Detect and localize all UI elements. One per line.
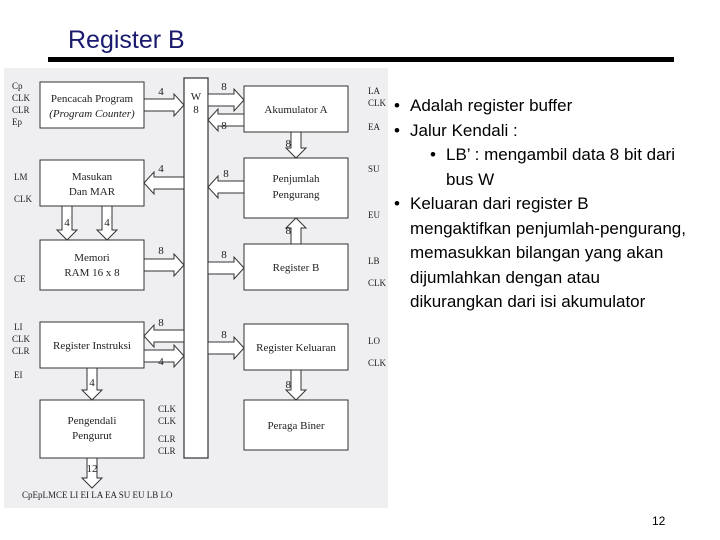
signal-ea: EA xyxy=(368,122,380,132)
title-underline xyxy=(48,57,674,62)
sub-bullet-item: LB’ : mengambil data 8 bit dari bus W xyxy=(394,143,694,192)
output-register-label: Register Keluaran xyxy=(256,342,336,354)
signal-ei: EI xyxy=(14,370,23,380)
adder-label-1: Penjumlah xyxy=(272,173,320,185)
sap1-block-diagram: W 8 Pencacah Program (Program Counter) M… xyxy=(4,68,388,508)
binary-display-label: Peraga Biner xyxy=(267,420,324,432)
arrow-mar-to-ram-right xyxy=(95,205,119,241)
signal-regb-clk: CLK xyxy=(368,278,387,288)
arrow-bus-to-mar xyxy=(143,170,185,196)
signal-lo: LO xyxy=(368,336,380,346)
mar-label-1: Masukan xyxy=(72,171,113,183)
width-ir-bus-top: 8 xyxy=(158,317,164,329)
signal-su: SU xyxy=(368,164,380,174)
width-out-display: 8 xyxy=(286,379,292,391)
signal-eu: EU xyxy=(368,210,380,220)
instruction-register-label: Register Instruksi xyxy=(53,340,131,352)
mar-label-2: Dan MAR xyxy=(69,186,116,198)
control-word-signals: CpEpLMCE LI EI LA EA SU EU LB LO xyxy=(22,490,173,500)
controller-label-2: Pengurut xyxy=(72,430,112,442)
controller-label-1: Pengendali xyxy=(68,415,117,427)
arrow-bus-to-regb xyxy=(207,255,245,281)
signal-acc-clk: CLK xyxy=(368,98,387,108)
output-register-block xyxy=(243,323,349,371)
program-counter-sublabel: (Program Counter) xyxy=(49,108,135,120)
program-counter-label: Pencacah Program xyxy=(51,93,134,105)
bus-w-label: W xyxy=(191,91,202,103)
arrow-regb-to-alu xyxy=(284,217,308,245)
signal-ir-clr: CLR xyxy=(12,346,30,356)
accumulator-block xyxy=(243,85,349,133)
page-number: 12 xyxy=(652,514,666,528)
ram-label-1: Memori xyxy=(74,252,109,264)
signal-pc-clr: CLR xyxy=(12,105,30,115)
slide-title: Register B xyxy=(68,26,185,54)
width-pc-bus: 4 xyxy=(158,86,164,98)
arrow-acc-to-bus xyxy=(207,107,245,133)
signal-mar-clk: CLK xyxy=(14,194,33,204)
pc-signals: Cp CLK CLR Ep xyxy=(12,81,31,127)
arrow-pc-to-bus xyxy=(143,92,185,118)
width-bus-regb: 8 xyxy=(221,249,227,261)
signal-lm: LM xyxy=(14,172,28,182)
signal-la: LA xyxy=(368,86,380,96)
signal-lb: LB xyxy=(368,256,380,266)
signal-li: LI xyxy=(14,322,23,332)
arrow-alu-to-bus xyxy=(207,174,245,200)
width-ctrl-out: 12 xyxy=(87,463,98,475)
signal-ctrl-clk-1: CLK xyxy=(158,404,177,414)
instruction-register-block xyxy=(39,321,145,369)
program-counter-block xyxy=(39,81,145,129)
width-regb-alu: 8 xyxy=(286,225,292,237)
bullet-list: Adalah register buffer Jalur Kendali : L… xyxy=(394,94,694,315)
arrow-mar-to-ram-left xyxy=(55,205,79,241)
signal-pc-clk: CLK xyxy=(12,93,31,103)
mar-block xyxy=(39,159,145,207)
signal-out-clk: CLK xyxy=(368,358,387,368)
signal-ctrl-clk-2: CLK xyxy=(158,416,177,426)
bus-w-width: 8 xyxy=(193,104,199,116)
accumulator-label: Akumulator A xyxy=(264,104,327,116)
arrow-acc-to-alu xyxy=(284,131,308,159)
adder-label-2: Pengurang xyxy=(272,189,320,201)
bullet-item: Jalur Kendali : xyxy=(394,119,694,144)
width-bus-alu: 8 xyxy=(223,168,229,180)
width-mar-ram-left: 4 xyxy=(64,217,70,229)
register-b-label: Register B xyxy=(273,262,320,274)
signal-ctrl-clr-2: CLR xyxy=(158,446,176,456)
adder-subtracter-block xyxy=(243,157,349,219)
signal-cp: Cp xyxy=(12,81,23,91)
bullet-item: Adalah register buffer xyxy=(394,94,694,119)
bus-w xyxy=(183,77,209,459)
signal-ir-clk: CLK xyxy=(12,334,31,344)
width-ram-bus: 8 xyxy=(158,245,164,257)
width-bus-acc-bottom: 8 xyxy=(221,120,227,132)
width-bus-acc-top: 8 xyxy=(221,81,227,93)
arrow-ir-to-ctrl xyxy=(80,367,104,401)
arrow-bus-to-out xyxy=(207,335,245,361)
binary-display-block xyxy=(243,399,349,451)
arrow-bus-to-acc xyxy=(207,87,245,113)
signal-ctrl-clr-1: CLR xyxy=(158,434,176,444)
controller-sequencer-block xyxy=(39,399,145,459)
arrow-ir-to-bus xyxy=(143,343,185,369)
arrow-bus-to-ir xyxy=(143,323,185,349)
width-ir-bus-bottom: 4 xyxy=(158,356,164,368)
width-mar-bus: 4 xyxy=(158,163,164,175)
arrow-out-to-display xyxy=(284,369,308,401)
signal-ce: CE xyxy=(14,274,26,284)
width-bus-out: 8 xyxy=(221,329,227,341)
ram-label-2: RAM 16 x 8 xyxy=(64,267,120,279)
signal-ep: Ep xyxy=(12,117,22,127)
ram-block xyxy=(39,239,145,291)
width-mar-ram-right: 4 xyxy=(104,217,110,229)
width-ir-ctrl: 4 xyxy=(89,377,95,389)
arrow-ram-to-bus xyxy=(143,252,185,278)
bullet-item: Keluaran dari register B mengaktifkan pe… xyxy=(394,192,694,315)
width-acc-alu: 8 xyxy=(286,138,292,150)
arrow-ctrl-out xyxy=(80,457,104,489)
